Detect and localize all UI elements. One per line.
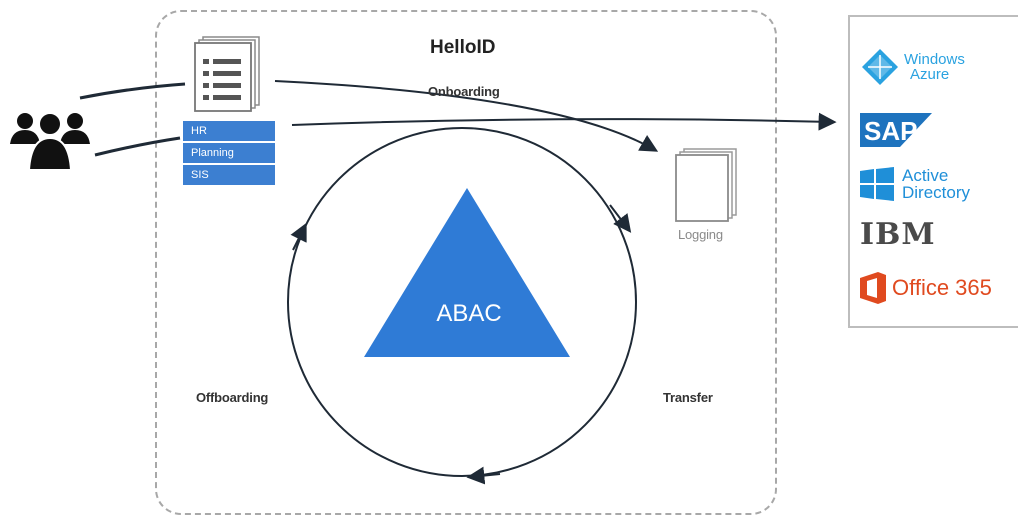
cycle-arrow-left	[290, 222, 307, 251]
cycle-arrow-bottom	[466, 466, 501, 485]
active-directory-logo: Active Directory	[860, 167, 970, 201]
offboarding-label: Offboarding	[196, 390, 269, 405]
logging-label: Logging	[678, 227, 723, 242]
helloid-boundary	[155, 10, 777, 515]
office365-text: Office 365	[892, 275, 992, 300]
target-systems-panel: Windows Azure SAP Active Directory IBM	[848, 15, 1018, 328]
helloid-title: HelloID	[430, 37, 496, 58]
source-documents-icon	[194, 36, 260, 112]
logging-arrow	[274, 80, 659, 152]
sap-logo: SAP	[860, 109, 938, 149]
office-icon	[860, 272, 886, 304]
source-item-planning: Planning	[183, 143, 275, 163]
ibm-text: IBM	[860, 217, 936, 252]
source-systems-list: HR Planning SIS	[183, 121, 275, 187]
windows-flag-icon	[860, 167, 894, 201]
source-item-hr: HR	[183, 121, 275, 141]
azure-diamond-icon	[862, 49, 898, 85]
ad-line-1: Active	[902, 166, 949, 185]
user-link-upper	[79, 82, 186, 100]
ibm-logo: IBM	[860, 217, 936, 252]
lifecycle-cycle	[287, 127, 637, 477]
abac-label: ABAC	[436, 300, 502, 327]
users-icon	[10, 112, 90, 171]
sap-text: SAP	[864, 116, 917, 146]
source-item-sis: SIS	[183, 165, 275, 185]
transfer-label: Transfer	[663, 390, 713, 405]
office365-logo: Office 365	[860, 272, 992, 304]
user-link-lower	[94, 136, 181, 157]
sap-logo-shape: SAP	[860, 113, 932, 147]
onboarding-label: Onboarding	[428, 84, 500, 99]
abac-triangle	[364, 188, 570, 357]
ad-line-2: Directory	[902, 183, 971, 202]
azure-line-2: Azure	[910, 66, 950, 83]
provisioning-arrow	[291, 112, 837, 131]
logging-documents-icon	[675, 148, 737, 222]
azure-line-1: Windows	[904, 51, 965, 68]
cycle-arrow-right	[609, 204, 632, 233]
windows-azure-logo: Windows Azure	[860, 47, 965, 87]
